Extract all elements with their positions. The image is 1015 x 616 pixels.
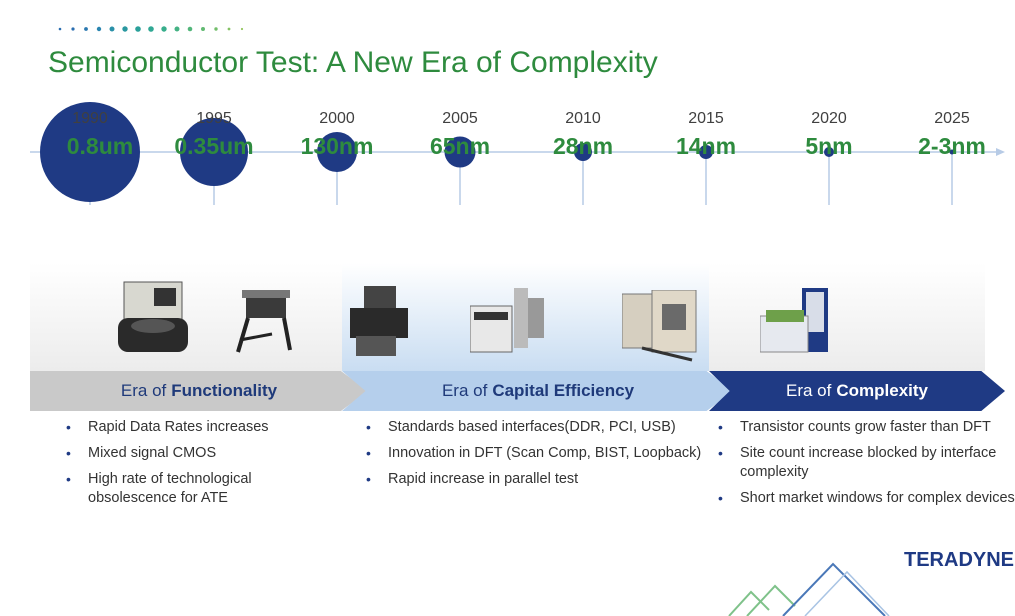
node-circle-2005: [444, 136, 476, 168]
tester-mainframe-image: [470, 288, 544, 353]
timeline-graphic: [30, 102, 1005, 205]
node-circle-2020: [824, 147, 834, 157]
process-node-label: 130nm: [300, 133, 374, 159]
teradyne-mountain-logo-icon: [728, 562, 890, 616]
year-label: 2015: [688, 110, 724, 127]
era-prefix: Era of: [120, 381, 167, 400]
node-circle-1990: [40, 102, 140, 202]
list-item: Mixed signal CMOS: [64, 444, 324, 463]
test-head-image: [236, 290, 292, 353]
era-name: Functionality: [171, 381, 278, 400]
year-label: 2000: [319, 110, 355, 127]
era-functionality-image-panel: [30, 263, 342, 371]
list-item: Short market windows for complex devices: [716, 489, 1015, 508]
process-node-label: 0.8um: [66, 133, 134, 159]
tester-cabinet-image: [622, 290, 697, 362]
year-label: 2025: [934, 110, 970, 127]
node-circle-2010: [574, 143, 592, 161]
handler-image: [350, 286, 408, 356]
era-prefix: Era of: [441, 381, 488, 400]
list-item: Standards based interfaces(DDR, PCI, USB…: [364, 418, 704, 437]
year-label: 2020: [811, 110, 847, 127]
year-label: 1990: [72, 110, 108, 127]
era-functionality-bullets: Rapid Data Rates increases Mixed signal …: [64, 418, 324, 515]
tester-workstation-image: [118, 281, 188, 352]
node-circle-2015: [699, 145, 713, 159]
list-item: High rate of technological obsolescence …: [64, 470, 324, 508]
era-complexity-bullets: Transistor counts grow faster than DFT S…: [716, 418, 1015, 515]
node-circle-2025: [949, 149, 955, 155]
list-item: Innovation in DFT (Scan Comp, BIST, Loop…: [364, 444, 704, 463]
slide-title: Semiconductor Test: A New Era of Complex…: [48, 46, 658, 79]
process-node-label: 14nm: [675, 133, 737, 159]
process-node-label: 28nm: [552, 133, 614, 159]
list-item: Rapid Data Rates increases: [64, 418, 324, 437]
era-capital-efficiency-bullets: Standards based interfaces(DDR, PCI, USB…: [364, 418, 704, 496]
node-circle-2000: [317, 132, 357, 172]
list-item: Rapid increase in parallel test: [364, 470, 704, 489]
process-node-label: 65nm: [429, 133, 491, 159]
year-label: 2010: [565, 110, 601, 127]
list-item: Site count increase blocked by interface…: [716, 444, 1015, 482]
process-node-label: 2-3nm: [918, 133, 986, 159]
list-item: Transistor counts grow faster than DFT: [716, 418, 1015, 437]
modern-tester-image: [760, 288, 828, 353]
teradyne-logo-text: TERADYNE: [904, 549, 1015, 571]
process-node-label: 5nm: [805, 133, 853, 159]
era-complexity-image-panel: [709, 263, 985, 371]
era-name: Capital Efficiency: [492, 381, 635, 400]
decorative-dot-row: [58, 26, 244, 32]
process-node-label: 0.35um: [174, 133, 254, 159]
year-label: 1995: [196, 110, 232, 127]
node-circle-1995: [180, 118, 248, 186]
era-prefix: Era of: [786, 381, 832, 400]
year-label: 2005: [442, 110, 478, 127]
era-name: Complexity: [836, 381, 928, 400]
